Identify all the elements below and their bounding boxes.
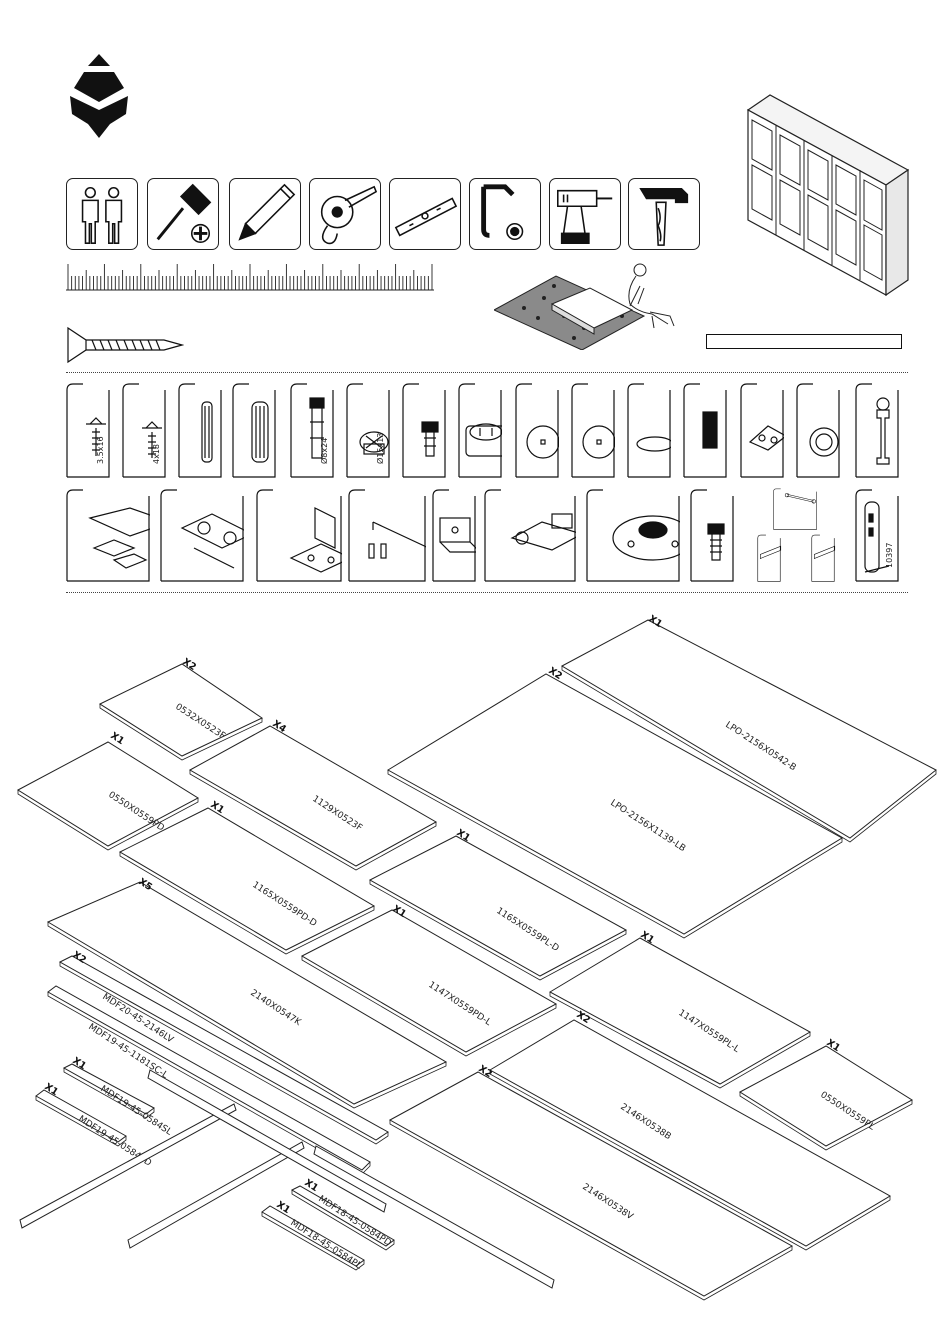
- hardware-drawer-runner-set: [66, 488, 172, 582]
- hardware-shelf-support-pin: [402, 382, 446, 478]
- hardware-shelf-bracket: [432, 488, 482, 582]
- divider-bottom: [66, 592, 908, 593]
- panel-edge: [739, 1092, 913, 1151]
- hardware-wood-dowel-large: [232, 382, 276, 478]
- rail-part: [147, 1069, 387, 1213]
- phillips-screwdriver-icon: [147, 178, 219, 250]
- panel-part: 1165X0559PD-DX1: [118, 799, 376, 955]
- panel-parts-diagram: 0532X0523FX20550X0559PDX11129X0523FX4116…: [17, 613, 937, 1301]
- panel-edge: [47, 922, 447, 1109]
- hardware-screw-4x18: 4x18: [122, 382, 166, 478]
- measuring-ruler: [66, 264, 434, 291]
- hardware-short-screw: [690, 488, 734, 582]
- panel-part: 1165X0559PL-DX1: [368, 827, 628, 981]
- hardware-label: 10397: [885, 542, 894, 568]
- brand-logo: [66, 52, 132, 140]
- panel-edge: [387, 770, 843, 939]
- panel-edge: [561, 666, 937, 843]
- panel-edge: [119, 852, 375, 955]
- hex-key-icon: [469, 178, 541, 250]
- panel-part: 1147X0559PD-LX1: [300, 903, 558, 1057]
- label-field: [706, 334, 902, 349]
- panel-edge: [291, 1190, 395, 1251]
- panel-edge: [301, 956, 557, 1057]
- hardware-hanging-rail-support: [855, 382, 899, 478]
- hardware-bracket-clip: [740, 382, 788, 478]
- hardware-cam-housing: [458, 382, 507, 478]
- panel-edge: [35, 1096, 127, 1147]
- hardware-wall-safety-strap: 10397: [855, 488, 899, 582]
- panel-edge: [489, 1070, 891, 1251]
- rail-part: [19, 1103, 237, 1229]
- hardware-rail-end-right: [800, 534, 846, 582]
- drill-icon: [549, 178, 621, 250]
- spirit-level-icon: [389, 178, 461, 250]
- divider-top: [66, 372, 908, 373]
- hardware-label: 3.5x16: [96, 436, 105, 464]
- hardware-felt-pad: [627, 382, 674, 478]
- hammer-icon: [628, 178, 700, 250]
- hardware-wall-anchor-bracket: [484, 488, 584, 582]
- hardware-label: Ø8x24: [320, 437, 329, 464]
- hardware-screw-3-5x16: 3.5x16: [66, 382, 110, 478]
- hardware-cam-lock: Ø15x13: [346, 382, 390, 478]
- screw-diagram: [66, 326, 185, 364]
- hardware-rail-end-left: [746, 534, 792, 582]
- hardware-black-bumper: [683, 382, 727, 478]
- hardware-door-handle: [348, 488, 434, 582]
- assembly-mat-illustration: [492, 258, 704, 351]
- hardware-clothes-rail: [746, 488, 844, 530]
- panel-edge: [389, 1120, 793, 1301]
- panel-edge: [59, 962, 389, 1145]
- hardware-wood-dowel-small: [178, 382, 222, 478]
- panel-edge: [17, 790, 199, 851]
- hardware-rubber-stopper: [796, 382, 840, 478]
- hardware-cap-cover-2: [571, 382, 616, 478]
- tape-measure-icon: [309, 178, 381, 250]
- hardware-hinge-mounting-plate: [256, 488, 353, 582]
- hardware-cam-bolt: Ø8x24: [290, 382, 334, 478]
- hardware-label: Ø15x13: [376, 432, 385, 464]
- panel-edge: [549, 992, 811, 1089]
- pencil-icon: [229, 178, 301, 250]
- panel-edge: [189, 770, 437, 871]
- panel-edge: [369, 880, 627, 981]
- panel-edge: [99, 704, 263, 761]
- panel-edge: [261, 1212, 365, 1271]
- rail-part: [313, 1145, 555, 1289]
- panel-part: 1147X0559PL-LX1: [548, 929, 812, 1089]
- wardrobe-illustration: [740, 90, 910, 300]
- hardware-label: 4x18: [152, 443, 161, 464]
- panel-part: LPO-2156X0542-BX1: [560, 613, 937, 843]
- panel-edge: [63, 1068, 155, 1119]
- hardware-cap-cover-1: [515, 382, 560, 478]
- two-people-icon: [66, 178, 138, 250]
- hardware-door-hinge: [160, 488, 254, 582]
- hardware-base-foot-disc: [586, 488, 694, 582]
- rail-part: [127, 1141, 305, 1249]
